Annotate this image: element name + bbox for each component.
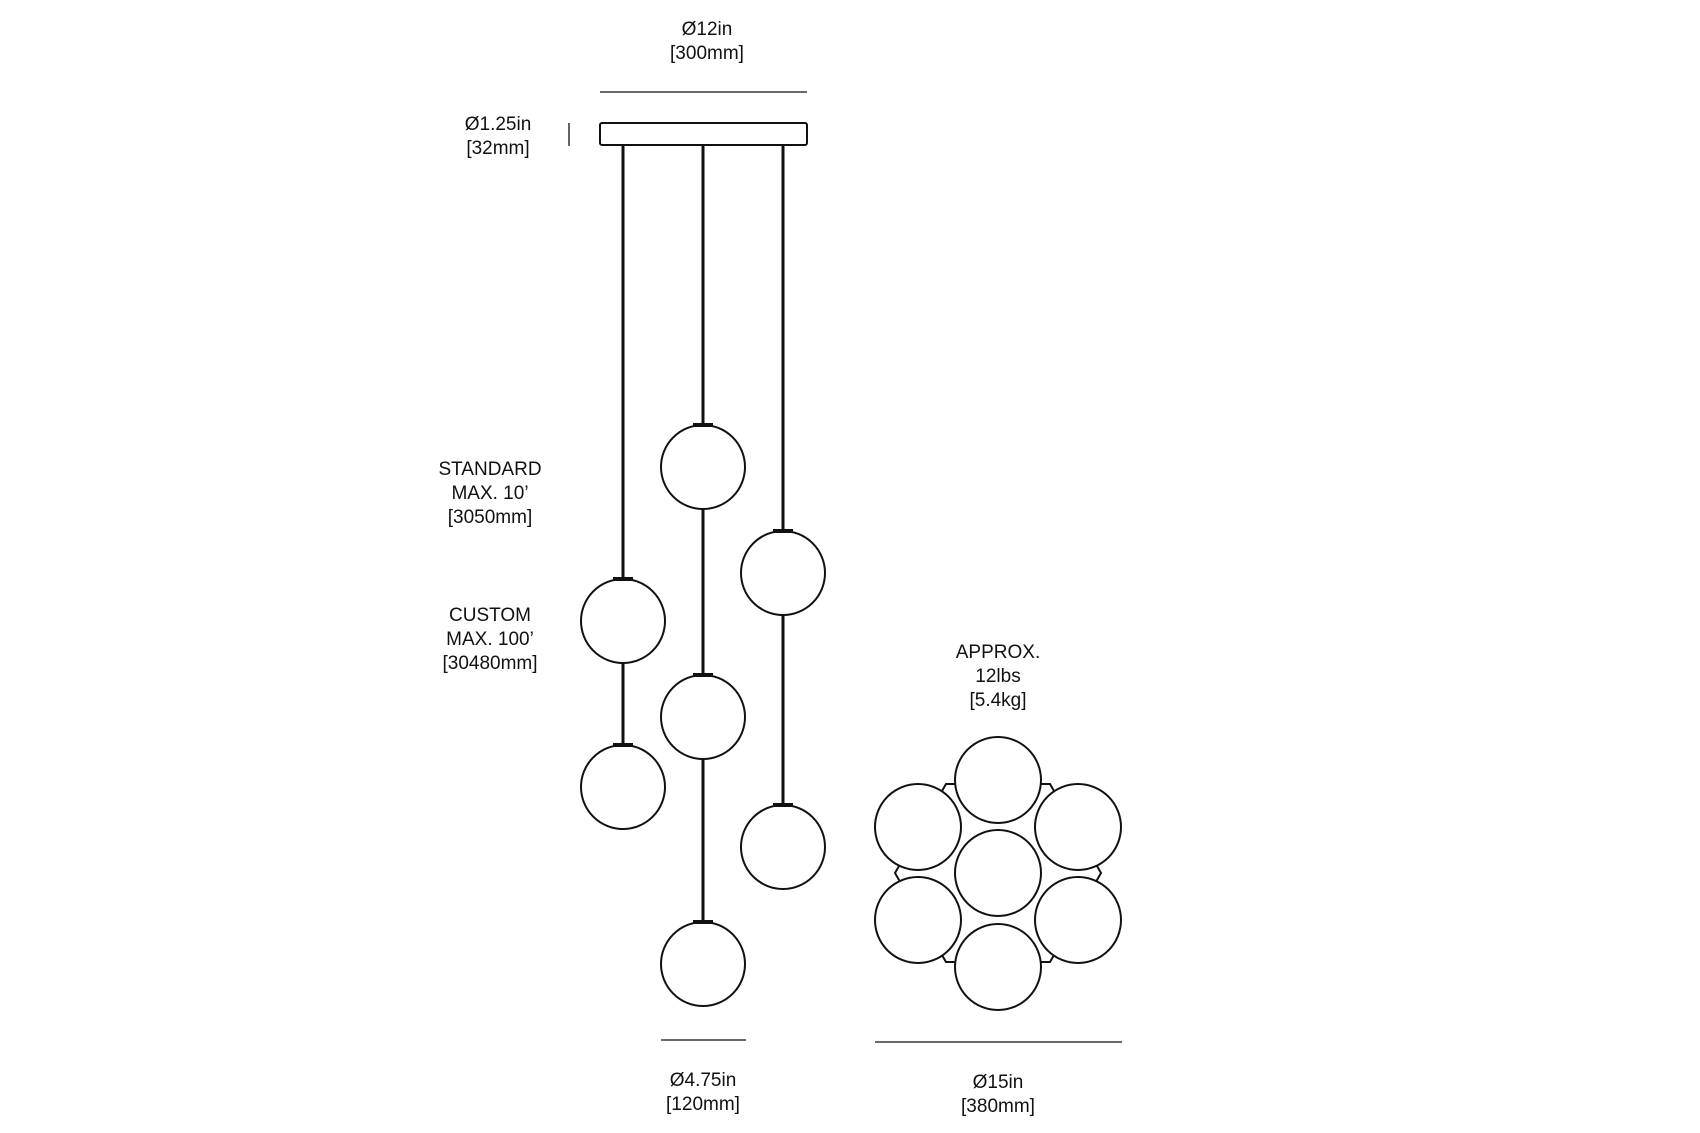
standard-max: MAX. 10’ xyxy=(451,483,529,504)
globe-top xyxy=(874,876,962,964)
globe-diameter-in: Ø4.75in xyxy=(669,1070,737,1091)
globe xyxy=(740,530,826,616)
weight-label: APPROX. 12lbs [5.4kg] xyxy=(918,641,1078,713)
standard-mm: [3050mm] xyxy=(447,507,533,528)
standard-title: STANDARD xyxy=(438,459,542,480)
canopy xyxy=(599,122,808,146)
globe xyxy=(580,744,666,830)
custom-length-label: CUSTOM MAX. 100’ [30480mm] xyxy=(410,604,570,676)
globe xyxy=(660,921,746,1007)
canopy-height-in: Ø1.25in xyxy=(464,114,532,135)
weight-lbs: 12lbs xyxy=(975,666,1021,687)
globe-diameter-mm: [120mm] xyxy=(666,1094,740,1115)
standard-length-label: STANDARD MAX. 10’ [3050mm] xyxy=(410,458,570,530)
globe-top xyxy=(1034,876,1122,964)
canopy-height-mm: [32mm] xyxy=(466,138,530,159)
cluster-diameter-label: Ø15in [380mm] xyxy=(918,1071,1078,1119)
weight-kg: [5.4kg] xyxy=(969,690,1027,711)
globe-top xyxy=(874,783,962,871)
globe-diameter-label: Ø4.75in [120mm] xyxy=(623,1069,783,1117)
canopy-diameter-mm: [300mm] xyxy=(670,43,744,64)
custom-mm: [30480mm] xyxy=(442,653,538,674)
globe-top xyxy=(954,829,1042,917)
globe xyxy=(660,674,746,760)
globes xyxy=(580,424,826,1007)
globe-top xyxy=(954,923,1042,1011)
cluster-top-view xyxy=(874,736,1122,1011)
canopy-height-label: Ø1.25in [32mm] xyxy=(443,113,553,161)
globe-top xyxy=(954,736,1042,824)
cluster-diameter-in: Ø15in xyxy=(972,1072,1024,1093)
weight-approx: APPROX. xyxy=(955,642,1041,663)
globe xyxy=(660,424,746,510)
globe xyxy=(580,578,666,664)
canopy-diameter-label: Ø12in [300mm] xyxy=(607,18,807,66)
globe xyxy=(740,804,826,890)
globe-top xyxy=(1034,783,1122,871)
custom-title: CUSTOM xyxy=(449,605,531,626)
globe-caps xyxy=(613,423,793,924)
cluster-diameter-mm: [380mm] xyxy=(961,1096,1035,1117)
canopy-diameter-in: Ø12in xyxy=(681,19,733,40)
custom-max: MAX. 100’ xyxy=(446,629,534,650)
